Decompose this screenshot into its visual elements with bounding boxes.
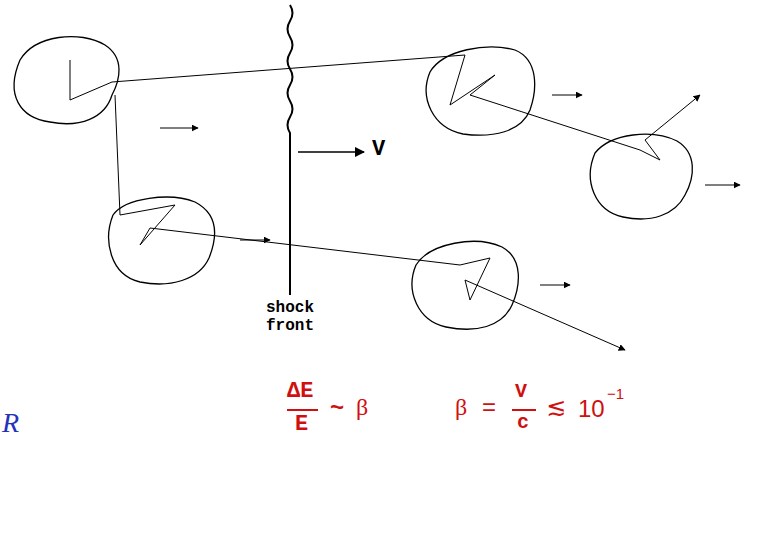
energy-denominator: E [295, 413, 308, 437]
cloud-velocity-arrows [160, 95, 740, 285]
approx-symbol: ~ [330, 394, 344, 420]
fraction-bar [512, 409, 536, 411]
beta-symbol: β [455, 394, 467, 420]
power-base: 10 [578, 396, 605, 422]
velocity-numerator: V [515, 381, 527, 403]
velocity-arrow [298, 151, 364, 153]
particle-trajectories [70, 55, 700, 350]
less-or-approx-symbol: ≲ [546, 394, 566, 420]
cloud-blobs [14, 37, 692, 330]
partial-letter: R [2, 408, 19, 439]
beta-symbol: β [356, 394, 368, 420]
light-speed-denominator: c [517, 412, 529, 434]
power-exponent: −1 [607, 386, 624, 403]
shock-front-label: shock front [258, 300, 322, 335]
shock-front-line [288, 5, 293, 295]
energy-gain-numerator: ΔE [287, 380, 313, 404]
equals-sign: = [482, 394, 496, 420]
velocity-symbol: V [372, 138, 385, 162]
fraction-bar [287, 409, 318, 411]
